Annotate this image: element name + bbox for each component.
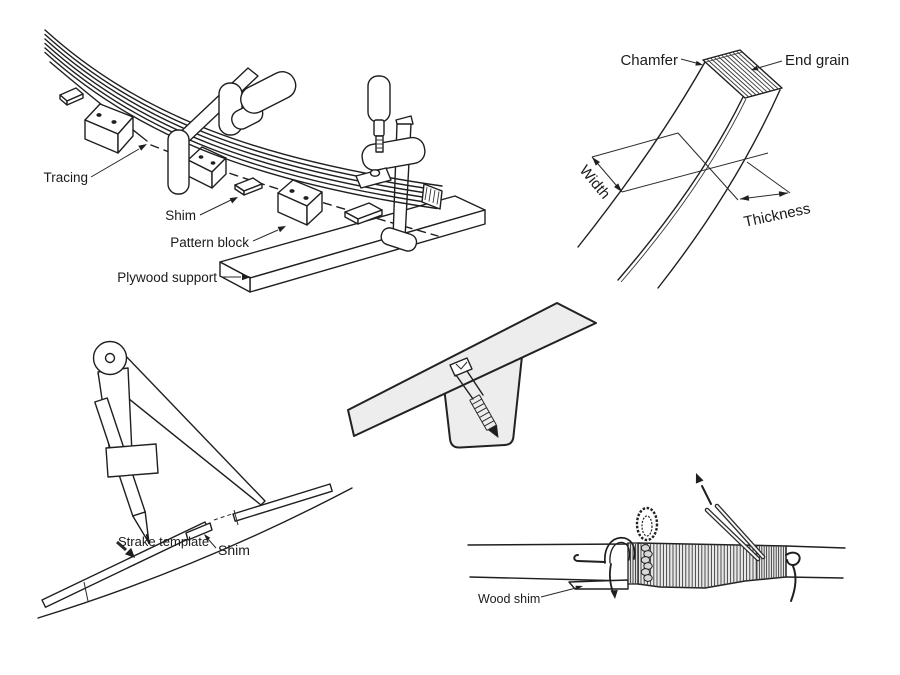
wood-shim-wedge — [568, 579, 629, 590]
shim-label: Shim — [165, 208, 196, 223]
dividers — [92, 340, 266, 544]
pattern-block-2 — [187, 146, 227, 189]
label-template-shim: Shim — [204, 534, 250, 558]
figure-timber-cross-section: Chamfer End grain Width Thickness — [576, 49, 849, 289]
label-strake-template: Strake template — [116, 534, 209, 558]
bar-clamp — [355, 75, 426, 252]
tracing-label: Tracing — [43, 170, 88, 185]
label-chamfer: Chamfer — [620, 52, 703, 69]
pull-down-arrow-shaft — [609, 563, 614, 593]
label-wood-shim: Wood shim — [478, 585, 583, 606]
end-grain-arrow — [751, 65, 759, 71]
thickness-label: Thickness — [742, 200, 812, 231]
screw-threads — [469, 394, 497, 431]
middle-clamp — [167, 67, 297, 195]
wood-shim-label: Wood shim — [478, 592, 540, 606]
pattern-block-label: Pattern block — [170, 235, 249, 250]
screw — [449, 357, 499, 438]
shim-right — [344, 202, 383, 225]
scribe-mark — [233, 509, 239, 526]
pattern-block-1 — [84, 103, 134, 154]
figure-screw-fastening — [347, 302, 597, 449]
plywood-support-label: Plywood support — [117, 270, 217, 285]
label-shim: Shim — [165, 197, 238, 223]
pencil-mark — [83, 581, 89, 602]
strake-template-label: Strake template — [118, 534, 209, 549]
strip-end-grain — [421, 183, 443, 210]
strake-template-arrow — [124, 547, 135, 558]
label-end-grain: End grain — [751, 52, 849, 71]
chamfer-arrow — [695, 60, 703, 66]
pencil-clamp — [105, 443, 159, 478]
pattern-block-3 — [277, 179, 323, 226]
pull-up-arrow — [695, 473, 704, 484]
shim-left — [59, 87, 84, 106]
dimension-lines — [591, 132, 791, 201]
cord-loop — [573, 536, 636, 599]
pivot-hole — [104, 352, 116, 364]
serving-ends — [695, 473, 766, 562]
chamfer-label: Chamfer — [620, 52, 678, 69]
figure-served-binding: Wood shim — [467, 473, 846, 606]
figure-spiling-dividers: Strake template Shim — [37, 340, 353, 619]
strake-template-right — [232, 483, 333, 526]
screw-tip — [488, 425, 499, 438]
serving-wrap — [637, 542, 787, 589]
cord-tail — [573, 554, 606, 563]
pull-down-arrow — [610, 590, 618, 599]
pattern-block-arrow — [277, 226, 286, 233]
wood-shim-arrow — [575, 585, 583, 590]
braided-knot — [635, 506, 659, 582]
tracing-arrow — [138, 144, 147, 151]
end-eye — [785, 551, 801, 602]
serving-start-band — [627, 542, 639, 585]
template-gap-dashes — [213, 513, 233, 521]
end-grain-hatch — [706, 50, 779, 98]
label-plywood-support: Plywood support — [117, 270, 251, 285]
curved-timber — [577, 49, 783, 289]
label-tracing: Tracing — [43, 144, 147, 185]
template-shim-arrow — [204, 534, 211, 541]
shim-arrow — [229, 197, 238, 204]
plywood-support-arrow — [242, 273, 251, 281]
planking-edge-curve — [37, 487, 353, 619]
label-pattern-block: Pattern block — [170, 226, 286, 250]
template-shim — [185, 522, 213, 541]
shim-middle — [234, 177, 263, 196]
template-shim-label: Shim — [218, 542, 250, 558]
plywood-support-board — [219, 195, 486, 293]
end-grain-label: End grain — [785, 52, 849, 69]
width-label: Width — [576, 162, 614, 202]
figure-lamination-jig: Tracing Shim Pattern block Plywood suppo… — [43, 29, 486, 293]
pull-up-arrow-shaft — [701, 485, 712, 505]
chamfer-edge — [705, 51, 744, 63]
